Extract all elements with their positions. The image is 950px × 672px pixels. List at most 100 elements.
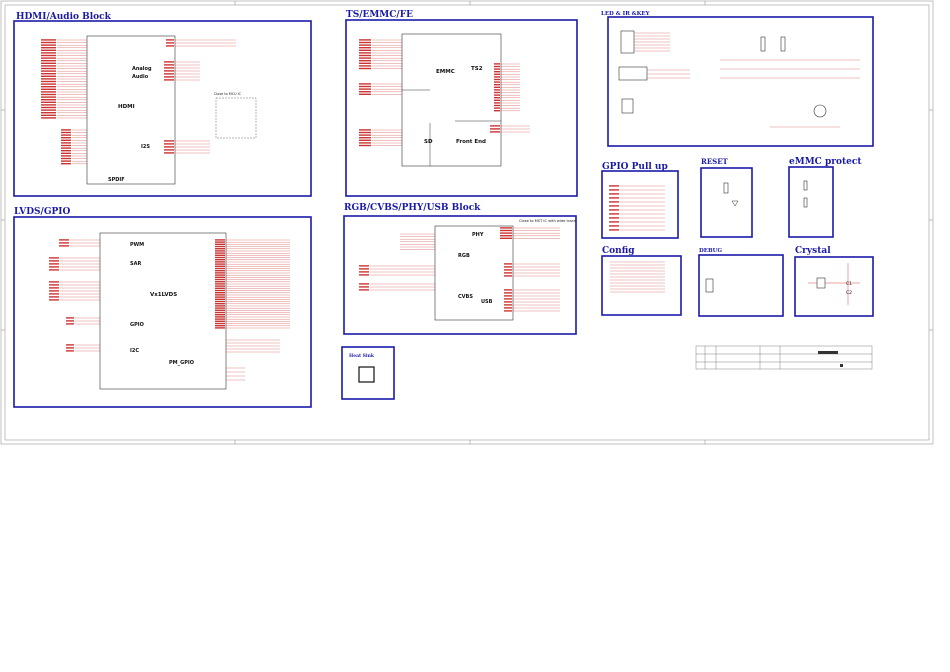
net-label-mark (49, 299, 59, 301)
net-label-mark (49, 296, 59, 298)
net-label-mark (41, 117, 56, 119)
rgb-note: Close to MST IC with wide trace (519, 219, 577, 223)
net-label-mark (359, 54, 371, 57)
net-label-mark (215, 261, 225, 263)
lvds-gpio-block: LVDS/GPIO PWM SAR Vx1LVDS GPIO I2C PM_GP… (13, 207, 312, 408)
net-label-mark (359, 137, 371, 139)
net-label-mark (66, 323, 74, 325)
net-label-mark (41, 86, 56, 88)
net-label-mark (41, 39, 56, 41)
reset-title: RESET (701, 157, 729, 166)
net-label-mark (41, 114, 56, 116)
heat-sink-block: Heat Sink (341, 346, 395, 400)
net-label-mark (359, 47, 371, 49)
net-label-mark (359, 62, 371, 64)
lvds-gpio-ic (99, 232, 227, 390)
hdmi-right-pins (164, 39, 236, 154)
net-label-mark (609, 217, 619, 219)
net-label-mark (41, 93, 56, 96)
hdmi-audio-title: HDMI/Audio Block (16, 12, 112, 22)
net-label-mark (359, 129, 371, 131)
hdmi-audio-frame (13, 20, 312, 197)
net-label-mark (49, 263, 59, 265)
reset-resistor (723, 182, 729, 194)
label-pm-gpio: PM_GPIO (169, 360, 194, 366)
ts-emmc-fe-block: TS/EMMC/FE EMMC TS2 SD Front End (345, 10, 578, 197)
reset-diode (731, 200, 739, 207)
net-label-mark (359, 39, 371, 41)
net-label-mark (504, 266, 512, 268)
net-label-mark (61, 163, 71, 165)
led-resistor-2 (780, 36, 786, 52)
label-i2c: I2C (130, 348, 139, 354)
net-label-mark (359, 41, 371, 44)
label-rgb: RGB (458, 253, 470, 259)
net-label-mark (41, 65, 56, 67)
ts-emmc-fe-ic (401, 33, 502, 167)
net-label-mark (609, 229, 619, 231)
net-label-mark (215, 250, 225, 252)
net-label-mark (166, 42, 174, 44)
net-label-mark (49, 287, 59, 289)
net-label-mark (359, 65, 371, 67)
net-label-mark (215, 300, 225, 303)
emmc-protect-frame (788, 166, 834, 238)
net-label-mark (41, 109, 56, 111)
net-label-mark (59, 242, 69, 244)
label-sd: SD (424, 139, 433, 145)
hdmi-audio-ic (86, 35, 176, 185)
net-label-mark (609, 225, 619, 227)
net-label-mark (609, 201, 619, 203)
net-label-mark (215, 265, 225, 267)
rgb-block-title: RGB/CVBS/PHY/USB Block (344, 203, 481, 213)
net-label-mark (215, 243, 225, 245)
net-label-mark (609, 213, 619, 215)
net-label-mark (215, 256, 225, 259)
net-label-mark (359, 60, 371, 62)
net-label-mark (61, 142, 71, 144)
net-label-mark (41, 99, 56, 101)
label-usb: USB (481, 299, 493, 305)
net-label-mark (164, 146, 174, 148)
net-label-mark (504, 289, 512, 291)
crystal-symbol (816, 277, 826, 289)
net-label-mark (494, 94, 500, 96)
rgb-block-ic (434, 225, 514, 321)
net-label-mark (359, 274, 369, 276)
rgb-block-frame (343, 215, 577, 335)
net-label-mark (215, 320, 225, 322)
net-label-mark (609, 185, 619, 187)
net-label-mark (49, 281, 59, 283)
net-label-mark (215, 263, 225, 265)
net-label-mark (61, 131, 71, 134)
lvds-gpio-title: LVDS/GPIO (14, 207, 70, 217)
label-i2s: I2S (141, 144, 150, 150)
net-label-mark (494, 81, 500, 83)
net-label-mark (41, 101, 56, 103)
net-label-mark (215, 307, 225, 309)
crystal-frame (794, 256, 874, 317)
label-analog: Analog (132, 66, 152, 72)
net-label-mark (215, 285, 225, 287)
net-label-mark (215, 248, 225, 250)
hdmi-note: Close to MCU IC (214, 92, 242, 96)
net-label-mark (609, 205, 619, 207)
net-label-mark (609, 209, 619, 211)
net-label-mark (500, 237, 512, 239)
net-label-mark (359, 265, 369, 267)
emmc-protect-block: eMMC protect (788, 157, 862, 238)
heat-sink-symbol (358, 366, 375, 383)
heat-sink-title: Heat Sink (349, 353, 375, 359)
net-label-mark (504, 298, 512, 300)
gpio-pullup-title: GPIO Pull up (602, 162, 668, 172)
net-label-mark (490, 125, 500, 127)
net-label-mark (164, 149, 174, 151)
net-label-mark (215, 283, 225, 285)
hdmi-left-pins (41, 39, 87, 165)
led-wires (634, 32, 860, 128)
label-vx1lvds: Vx1LVDS (150, 292, 177, 298)
emmc-protect-title: eMMC protect (789, 157, 862, 167)
net-label-mark (61, 134, 71, 136)
lvds-gpio-frame (13, 216, 312, 408)
